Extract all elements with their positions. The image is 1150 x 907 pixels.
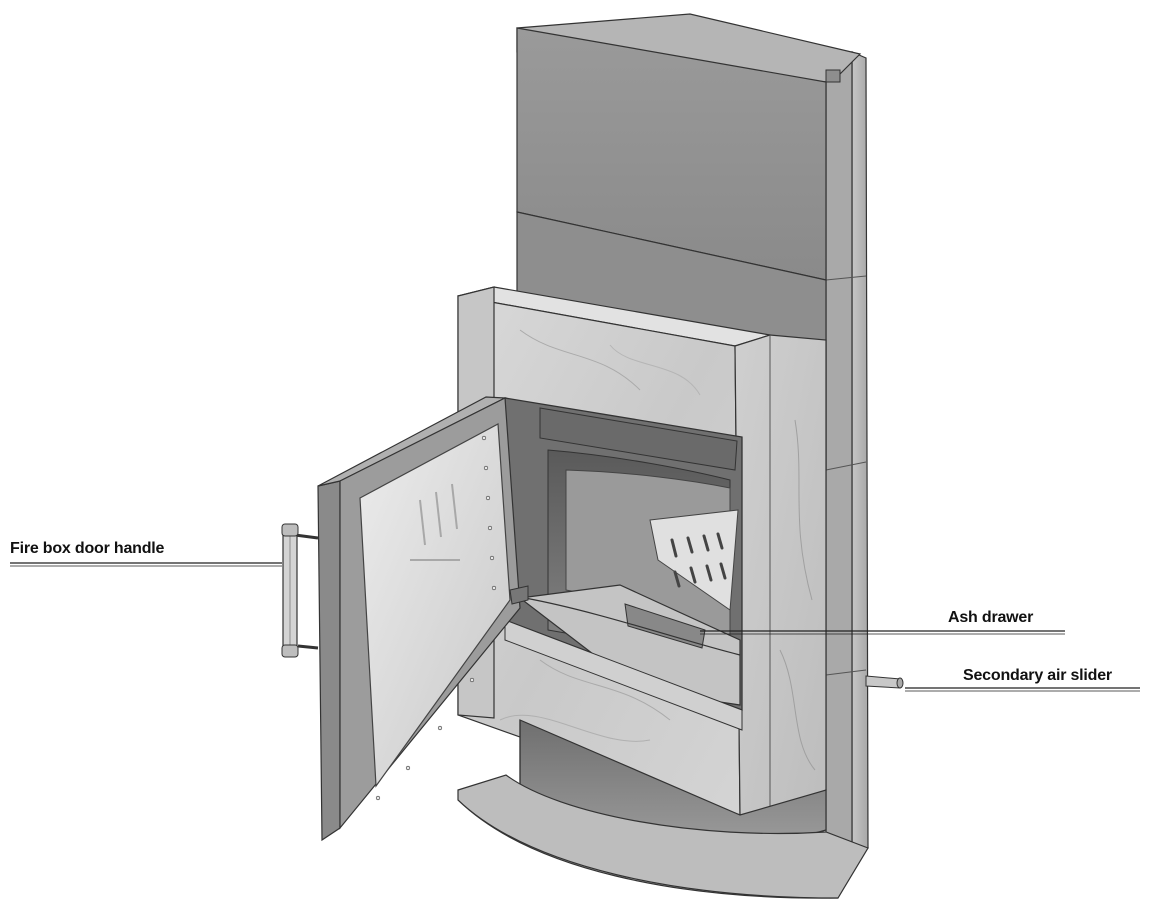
label-secondary-air-slider: Secondary air slider — [963, 667, 1112, 684]
door-handle[interactable] — [281, 523, 319, 658]
steel-body-side — [825, 51, 869, 863]
label-fire-box-door-handle: Fire box door handle — [10, 540, 165, 557]
leader-lines — [10, 562, 1140, 692]
secondary-air-slider[interactable] — [865, 675, 904, 689]
label-ash-drawer: Ash drawer — [948, 609, 1034, 626]
soapstone-lower — [504, 619, 743, 731]
floor-plate — [457, 774, 869, 899]
firebox-door[interactable] — [317, 396, 529, 842]
soapstone-side — [734, 334, 827, 816]
